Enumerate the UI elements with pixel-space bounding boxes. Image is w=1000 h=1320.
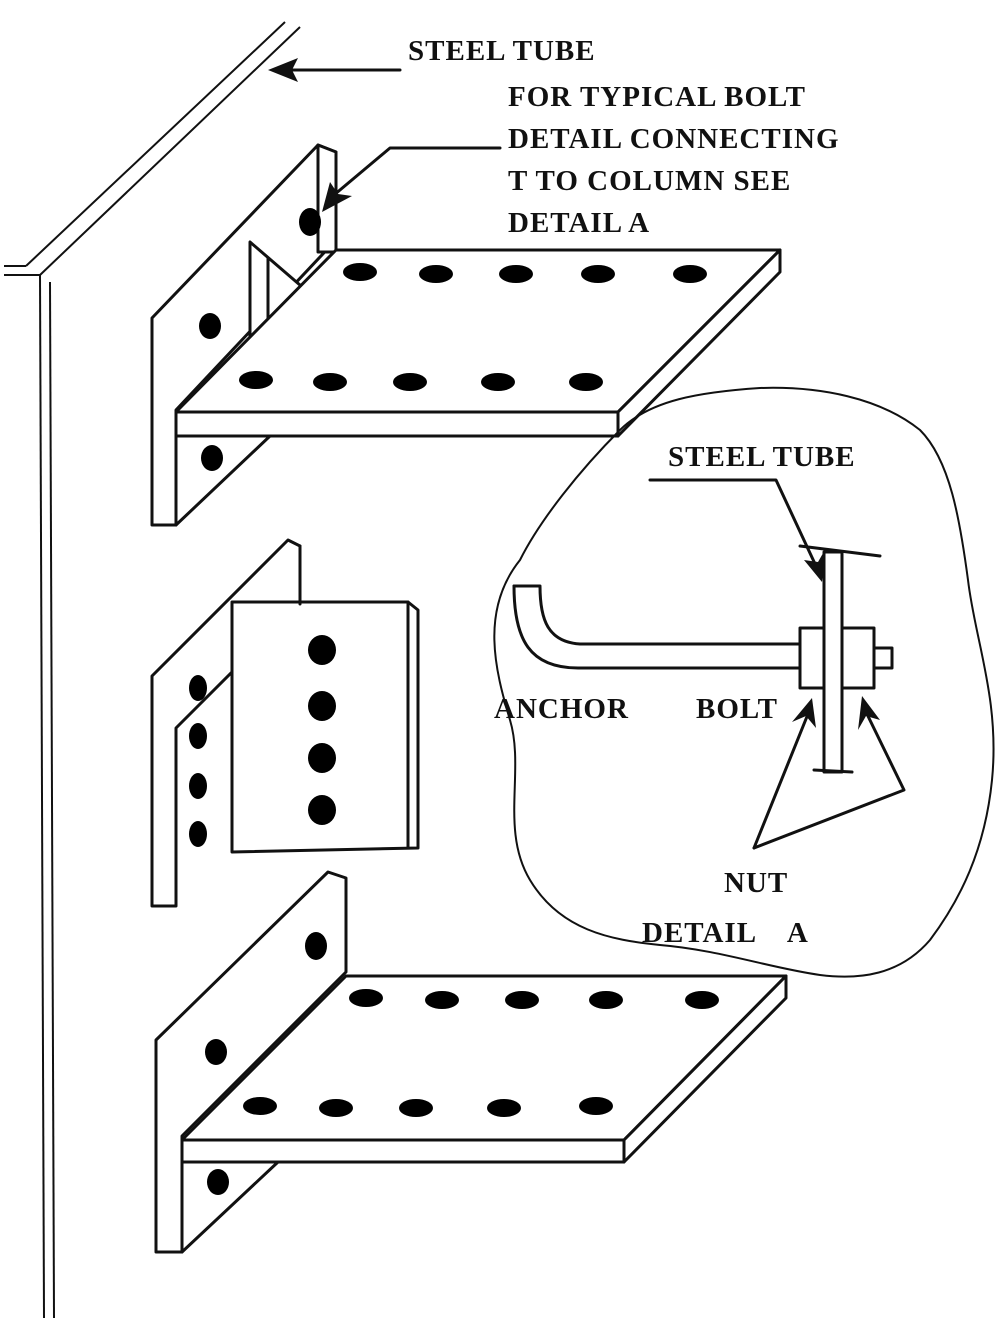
middle-bracket [150,538,420,908]
bolt-hole [299,208,321,236]
top-t-bracket [150,143,782,527]
label-nut: NUT [724,867,788,899]
label-detail-a: DETAIL A [642,917,809,949]
bolt-hole [201,445,223,471]
bolt-hole [581,265,615,283]
bolt-hole [313,373,347,391]
bolt-hole [308,691,336,721]
bolt-hole [205,1039,227,1065]
steel-column [4,21,301,1319]
bolt-hole [189,675,207,701]
bolt-hole [505,991,539,1009]
bolt-hole [499,265,533,283]
bolt-hole [589,991,623,1009]
bolt-hole [308,795,336,825]
bolt-hole [189,821,207,847]
label-bolt: BOLT [696,693,778,725]
bolt-hole [685,991,719,1009]
bolt-hole [319,1099,353,1117]
bolt-hole [207,1169,229,1195]
bolt-hole [343,263,377,281]
bolt-hole [239,371,273,389]
detail-a-bubble [493,386,995,978]
bolt-hole [487,1099,521,1117]
bolt-hole [393,373,427,391]
label-note-line-2: DETAIL CONNECTING [508,123,840,155]
bolt-hole [481,373,515,391]
bolt-hole [399,1099,433,1117]
bolt-hole [243,1097,277,1115]
label-note-line-3: T TO COLUMN SEE [508,165,791,197]
bolt-hole [579,1097,613,1115]
bolt-detail-arrow [322,146,502,212]
bolt-hole [349,989,383,1007]
bolt-hole [199,313,221,339]
bolt-hole [673,265,707,283]
label-note-line-4: DETAIL A [508,207,650,239]
bolt-hole [189,723,207,749]
bolt-hole [305,932,327,960]
bottom-t-bracket [154,870,788,1254]
bolt-hole [425,991,459,1009]
label-steel-tube-detail: STEEL TUBE [668,441,856,473]
label-note-line-1: FOR TYPICAL BOLT [508,81,806,113]
label-steel-tube-top: STEEL TUBE [408,35,596,67]
bolt-hole [569,373,603,391]
bolt-hole [189,773,207,799]
label-anchor: ANCHOR [494,693,629,725]
bolt-hole [308,743,336,773]
steel-tube-arrow [268,58,402,82]
bolt-hole [419,265,453,283]
bolt-hole [308,635,336,665]
